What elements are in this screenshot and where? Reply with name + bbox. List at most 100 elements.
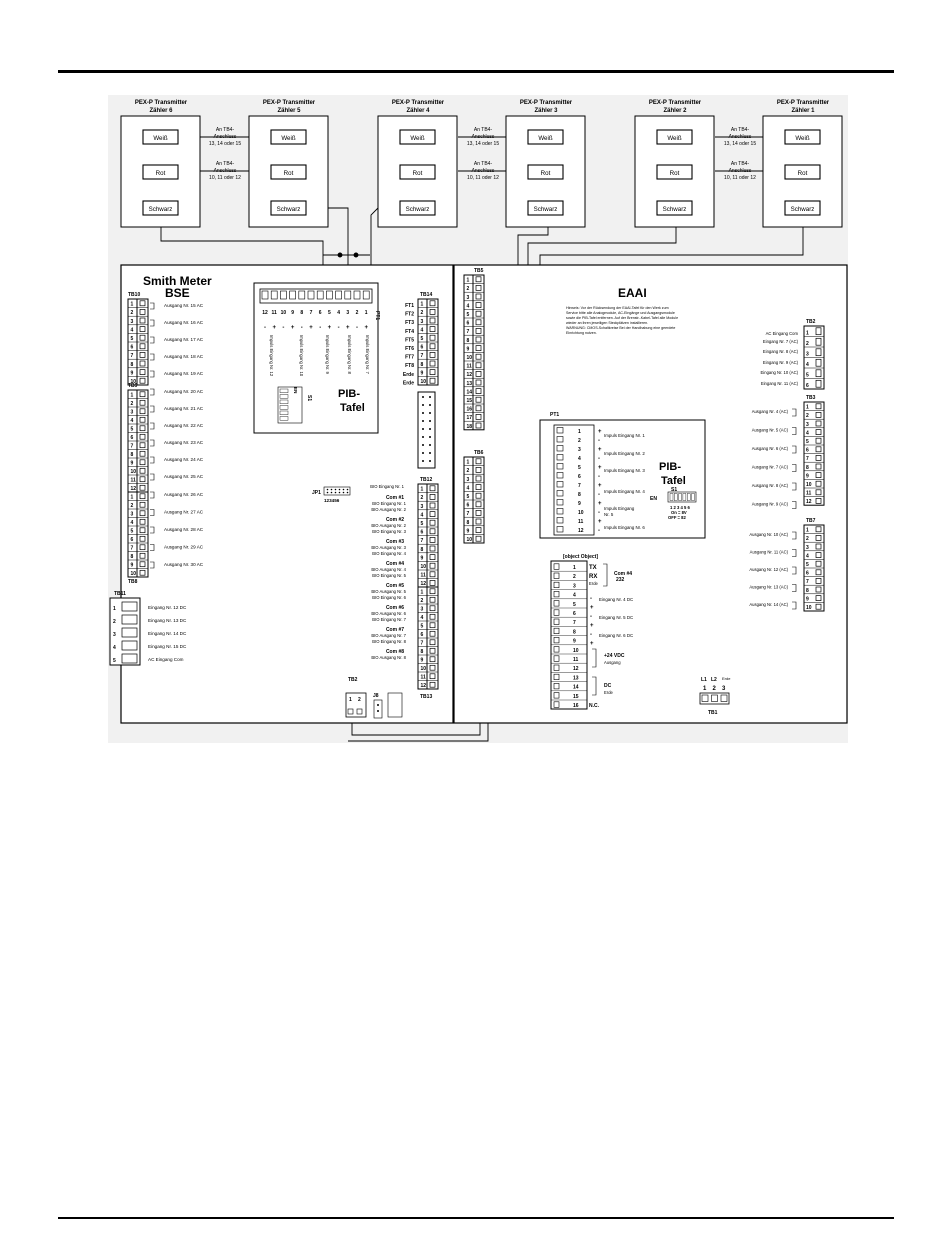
tb12-screw [429,545,436,552]
eaai-pib-sign: - [598,474,600,480]
tb12-screw [429,554,436,560]
bse-pib-input: Impuls Eingang Nr. 12 [269,335,274,377]
bse-pib-pin: 10 [281,310,287,316]
eaai-tb4-screw [553,692,560,699]
tb4-sign: - [590,614,592,620]
eaai-tb4-screw [553,637,560,644]
bse-ft: FT3 [405,320,414,326]
eaai-tb7-screw [815,578,822,584]
tb10-screw [139,369,146,375]
eaai-tb5-pin: 18 [467,424,473,430]
eaai-dip-switch [687,493,691,501]
terminal-black [399,200,436,216]
jp1-pin [346,491,349,494]
tb8-pin: 7 [131,546,134,552]
eaai-tb2-input: Eingang Nr. 7 (AC) [763,339,799,344]
tb14-screw [429,326,436,332]
eaai-tb7-output: Ausgang Nr. 14 (AC) [749,602,788,607]
bse-output-tb10: Ausgang Nr. 19 AC [164,371,204,376]
eaai-tb5-screw [475,422,482,429]
tb10-screw [139,326,146,332]
note-tb4-a: Anschluss [472,134,495,140]
bse-pib-sign: + [328,325,332,331]
tb4-com2: 232 [616,577,625,583]
bse-pib-sign: - [338,325,340,331]
eaai-pib-input: Nr. 5 [604,512,614,517]
bse-com-a: BIO Ausgang Nr. 4 [371,567,406,572]
tb13-pin: 7 [421,641,424,647]
bse-pib-screw [326,290,333,300]
header-pin [429,420,431,422]
terminal-black [656,200,693,216]
junction-dot [337,252,343,258]
bse-pib-title: PIB- [338,388,360,400]
transmitter-title: PEX-P Transmitter [777,100,830,106]
bse-pib-screw [362,290,370,300]
eaai-note: Hinweis: Vor der Rücksendung der EAAI-Ta… [566,306,678,335]
eaai-tb3-screw [815,420,822,427]
terminal-black [784,200,821,216]
j8-label: J8 [373,693,379,699]
bse-board: Smith Meter BSE 12345678910TB10123456789… [109,264,454,724]
eaai-tb5-screw [475,285,482,291]
bse-pib-pin: 11 [272,310,278,316]
terminal-label-red: Rot [156,170,166,177]
note-tb4-b: Anschluss [729,168,752,174]
eaai-note-line: Service bitte alle Analogmodule, AC-Eing… [566,311,675,315]
bse-tb2-screw [347,708,354,715]
eaai-tb3-output: Ausgang Nr. 9 (AC) [752,502,789,507]
bse-pib-screw [344,290,352,300]
eaai-tb6-screw [475,527,482,533]
eaai-tb3-pin: 3 [806,422,809,428]
eaai-tb3-output: Ausgang Nr. 4 (AC) [752,409,789,414]
transmitter-title: PEX-P Transmitter [392,100,445,106]
eaai-pib-pin: 5 [578,465,581,471]
eaai-tb2-pin: 4 [806,362,809,368]
eaai-tb5-screw [475,345,482,351]
bse-output-tb9: Ausgang Nr. 24 AC [164,457,204,462]
header-pin [429,444,431,446]
tb12-screw [429,571,436,578]
tb1-screw [711,694,718,702]
tb10-pin: 7 [131,353,134,359]
bse-ft: FT7 [405,355,414,361]
bse-pib-frame [253,282,379,434]
tb9-screw [139,476,146,483]
output-bracket [150,544,155,551]
tb4-nc: N.C. [589,703,600,709]
bse-dip-switch [279,394,289,399]
tb10-pin: 3 [131,319,134,325]
eaai-tb3-pin: 7 [806,456,809,462]
eaai-tb7-bracket [792,566,797,575]
eaai-tb5-pin: 1 [467,278,470,284]
bse-bio-top: BIO Eingang Nr. 1 [370,484,404,489]
eaai-tb2-screw [815,358,822,367]
eaai-pib-pin: 9 [578,501,581,507]
terminal-black [142,200,179,216]
tb13-screw [429,588,436,595]
eaai-tb4-pin: 13 [573,675,579,681]
bse-com-name: Com #2 [386,517,404,523]
bse-output-tb9: Ausgang Nr. 21 AC [164,406,204,411]
tb12-label: TB12 [420,477,432,483]
eaai-tb3-pin: 11 [806,491,812,497]
tb12-pin: 1 [421,487,424,493]
tb8-screw [139,527,146,534]
bse-s1: S1 [306,395,312,401]
eaai-tb4-pin: 14 [573,685,579,691]
tb8-screw [139,510,146,517]
tb11-pin: 1 [113,606,116,612]
bse-output-tb8: Ausgang Nr. 30 AC [164,562,204,567]
eaai-pib-sign: + [598,501,602,507]
header-pin [429,452,431,454]
bse-pib-screw [289,290,296,300]
header-pin [422,420,424,422]
terminal-red [399,164,436,180]
eaai-tb7-output: Ausgang Nr. 13 (AC) [749,585,788,590]
bse-output-tb9: Ausgang Nr. 23 AC [164,440,204,445]
tb11-input: Eingang Nr. 14 DC [148,631,187,636]
tb14-screw [429,352,436,358]
tb12-pin: 3 [421,504,424,510]
eaai-tb3-pin: 12 [806,499,812,505]
tb14-pin: 4 [421,327,424,333]
